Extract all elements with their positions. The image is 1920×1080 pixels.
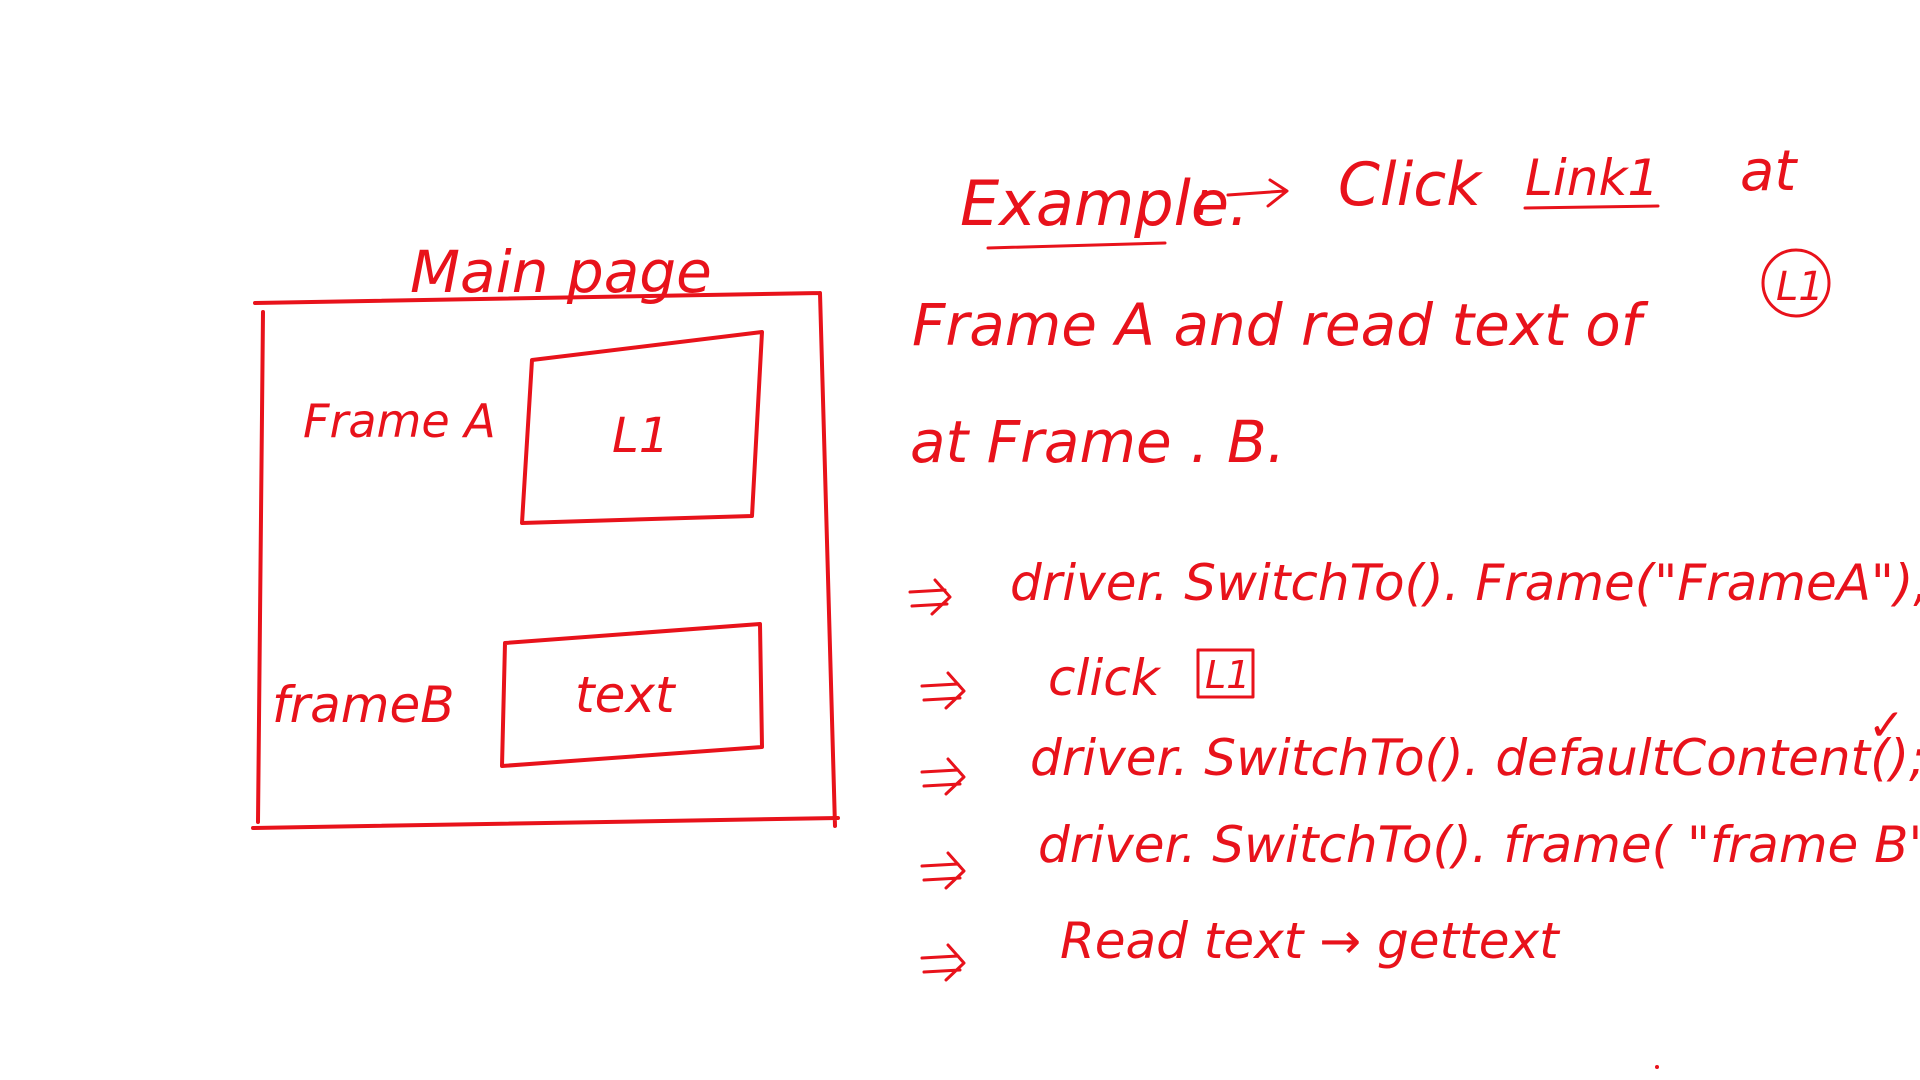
main-page-box	[251, 291, 840, 830]
step-2-text: click	[1048, 649, 1162, 707]
frame-a-box	[520, 330, 764, 525]
implies-arrow-icon	[908, 578, 952, 616]
arrow-icon	[1226, 178, 1289, 208]
example-at-text: at	[1740, 139, 1798, 204]
step-2-boxed-l1: L1	[1205, 653, 1250, 697]
step-1-text: driver. SwitchTo(). Frame("FrameA");	[1010, 554, 1920, 612]
step-4: driver. SwitchTo(). frame( "frame B")	[920, 816, 1920, 890]
stray-dot	[1655, 1065, 1659, 1069]
example-line-2: Frame A and read text of	[912, 291, 1649, 359]
step-5-text: Read text → gettext	[1060, 912, 1561, 970]
link-underline	[1523, 204, 1660, 210]
circled-l1-outline	[1761, 248, 1831, 318]
example-line-3: at Frame . B.	[910, 408, 1285, 476]
frame-b-label: frameB	[272, 676, 455, 734]
step-2: click L1	[920, 648, 1255, 710]
check-mark-icon: ✓	[1868, 700, 1905, 751]
implies-arrow-icon	[920, 671, 966, 710]
step-3-text: driver. SwitchTo(). defaultContent();	[1030, 729, 1920, 787]
frame-b-box	[500, 622, 764, 768]
implies-arrow-icon	[920, 757, 966, 796]
step-3: driver. SwitchTo(). defaultContent(); ✓	[920, 700, 1920, 796]
step-5: Read text → gettext	[920, 912, 1561, 982]
example-circled-l1: L1	[1776, 264, 1824, 310]
step-1: driver. SwitchTo(). Frame("FrameA");	[908, 554, 1920, 616]
example-separator: :	[1195, 171, 1211, 227]
frame-a-label: Frame A	[303, 394, 496, 448]
step-4-text: driver. SwitchTo(). frame( "frame B")	[1038, 816, 1920, 874]
implies-arrow-icon	[920, 851, 966, 890]
implies-arrow-icon	[920, 943, 966, 982]
example-label: Example.	[960, 167, 1249, 240]
boxed-l1-outline	[1196, 648, 1255, 699]
example-click-text: Click	[1338, 150, 1483, 220]
frame-b-content: text	[575, 666, 677, 724]
example-underline	[986, 241, 1167, 250]
frame-a-content: L1	[612, 408, 669, 464]
example-link-text: Link1	[1525, 149, 1659, 207]
